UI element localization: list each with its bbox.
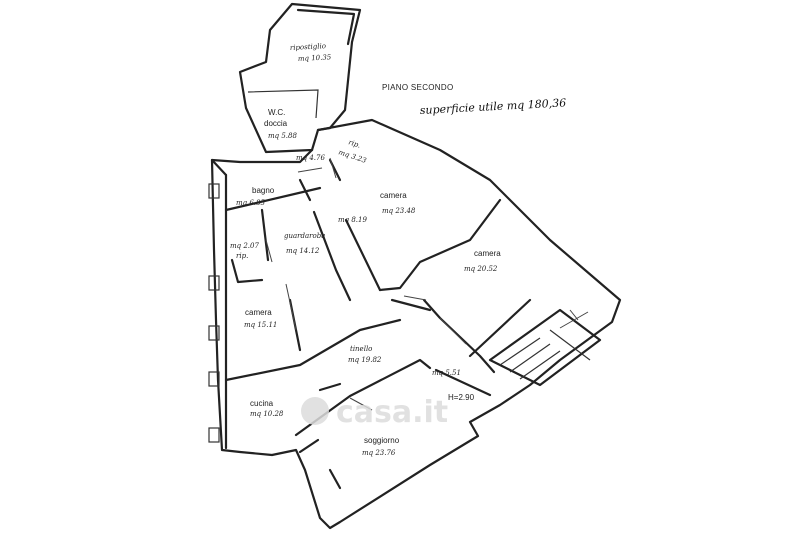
room-label-tinello: tinello [350,345,372,353]
small-area-a4: mq 2.07 [230,242,259,250]
surface-note: superficie utile mq 180,36 [419,96,566,117]
room-area-soggiorno: mq 23.76 [362,449,396,457]
watermark: casa.it [301,395,448,430]
interior-walls [224,158,532,490]
small-area-a1: mq 4.76 [296,154,325,162]
room-area-wc: mq 5.88 [268,132,297,140]
small-area-rip: rip. [347,138,361,149]
room-label-camera-right: camera [474,249,501,258]
room-area-tinello: mq 19.82 [348,356,382,364]
small-area-a4-sub: rip. [236,252,248,260]
room-area-bagno: mq 6.85 [236,199,265,207]
height-note: H=2.90 [448,393,475,402]
room-label-soggiorno: soggiorno [364,436,400,445]
small-area-a5: mq 5.51 [432,369,461,377]
room-area-guardaroba: mq 14.12 [286,247,320,255]
watermark-text: casa.it [336,395,448,430]
room-area-cucina: mq 10.28 [250,410,284,418]
doors [265,157,467,411]
room-label-wc: W.C. [268,108,285,117]
small-area-a2: mq 3.23 [337,148,368,165]
room-label-cucina: cucina [250,399,274,408]
room-area-camera-top: mq 23.48 [382,207,416,215]
outer-walls [208,2,622,530]
small-area-a3: mq 8.19 [338,216,367,224]
watermark-logo-icon [301,397,329,425]
floor-label: PIANO SECONDO [382,83,453,92]
room-label-guardaroba: guardaroba [284,232,325,240]
room-label-camera-top: camera [380,191,407,200]
room-label-ripostiglio: ripostiglio [290,42,326,52]
room-sublabel-wc: doccia [264,119,288,128]
room-label-bagno: bagno [252,186,275,195]
room-area-camera-left: mq 15.11 [244,321,277,329]
room-area-camera-right: mq 20.52 [464,265,498,273]
room-area-ripostiglio: mq 10.35 [298,53,332,63]
room-label-camera-left: camera [245,308,272,317]
